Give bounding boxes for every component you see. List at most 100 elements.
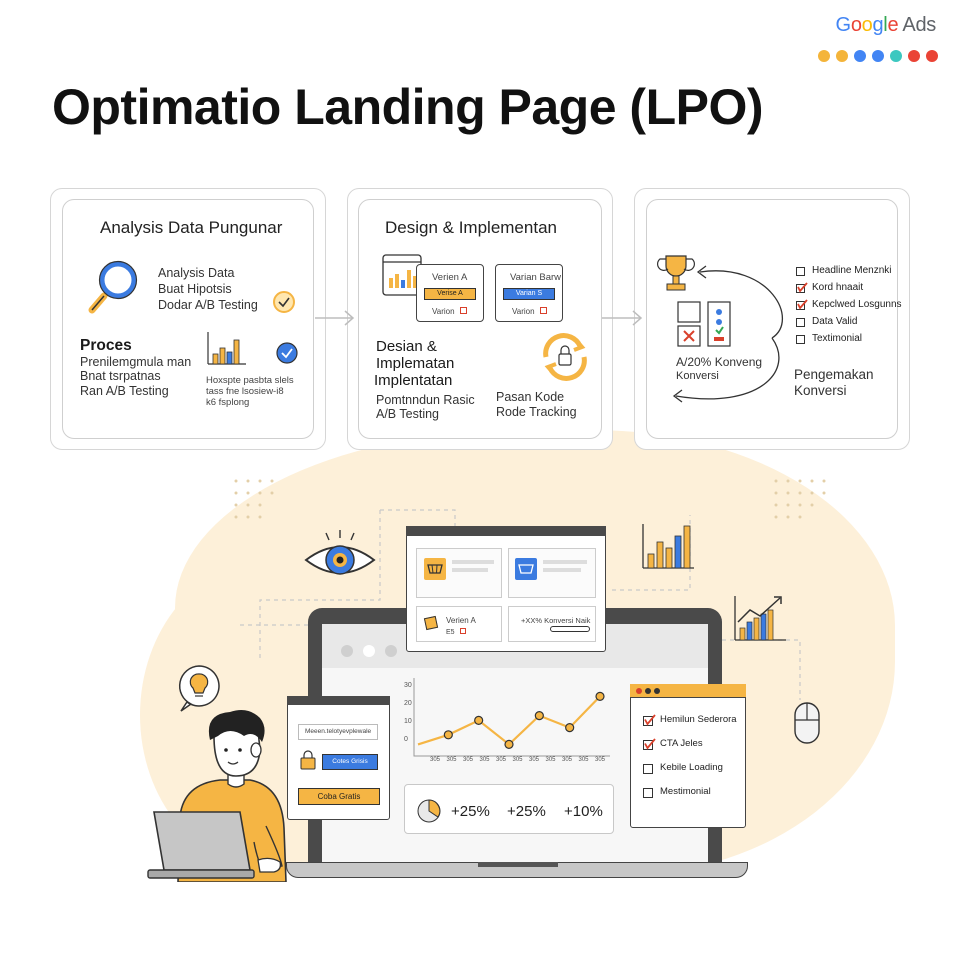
step3-conversion-1: A/20% Konveng [676, 355, 763, 369]
variant-a-label: Varion [432, 307, 455, 316]
brand-dot [872, 50, 884, 62]
chart-y-tick: 0 [404, 736, 408, 743]
step1-note-2: tass fne lsosiew-i8 [206, 386, 284, 397]
page-title: Optimatio Landing Page (LPO) [52, 79, 764, 135]
popup-kpi-card[interactable] [508, 606, 596, 642]
mouse-icon [794, 702, 820, 744]
browser-dot [341, 645, 353, 657]
chart-x-tick: 305 [595, 757, 606, 763]
placeholder-line [543, 568, 581, 572]
trophy-icon [657, 255, 695, 291]
variant-a-title: Verien A [432, 272, 468, 283]
popup-variant-checkbox[interactable] [460, 628, 466, 634]
chart-point [565, 722, 575, 733]
brand-dot [890, 50, 902, 62]
chart-point [504, 739, 514, 750]
form-input[interactable]: Meeen.telotyevplewale [298, 724, 378, 740]
bar-chart-icon [642, 524, 694, 569]
stat-value-1: +25% [451, 803, 490, 820]
step1-process-title: Proces [80, 337, 132, 354]
pie-chart-icon [417, 799, 441, 823]
conversion-line-chart [413, 678, 610, 757]
variant-a-button[interactable]: Verise A [424, 288, 476, 300]
laptop-icon [147, 811, 255, 879]
step3-checklist-label: Headline Menznki [812, 265, 892, 276]
step3-result-2: Konversi [794, 383, 847, 398]
step3-cycle-arrows [672, 265, 783, 403]
brand-dot [818, 50, 830, 62]
chart-y-tick: 30 [404, 682, 412, 689]
step3-checklist-checkbox[interactable] [796, 282, 808, 293]
step1-note-3: k6 fsplong [206, 397, 250, 408]
browser-dot [385, 645, 397, 657]
popup-kpi-bar [550, 626, 590, 632]
check-circle-icon [276, 342, 298, 364]
variant-b-title: Varian Barw [510, 272, 562, 283]
brand-dot [854, 50, 866, 62]
chart-axis [413, 678, 610, 757]
chart-y-tick: 10 [404, 718, 412, 725]
bar-chart-icon [207, 332, 246, 365]
chart-point [595, 691, 605, 701]
dot-texture-right [774, 479, 826, 519]
stat-value-2: +25% [507, 803, 546, 820]
variant-a-checkbox[interactable] [460, 307, 467, 314]
sync-lock-icon [543, 333, 587, 381]
form-card-header [287, 696, 390, 705]
laptop-notch [478, 862, 558, 867]
step3-checklist-label: Kord hnaait [812, 282, 864, 293]
ab-cards-icon [677, 301, 731, 347]
illustration-checklist-checkbox[interactable] [643, 738, 656, 750]
chart-x-tick: 305 [496, 757, 507, 763]
trend-chart-icon [734, 596, 786, 641]
chart-x-tick: 305 [512, 757, 523, 763]
illustration-checklist-label: Kebile Loading [660, 762, 723, 773]
step3-checklist-checkbox[interactable] [796, 335, 805, 344]
placeholder-line [452, 560, 494, 564]
window-dot [645, 688, 651, 694]
step1-item-3: Dodar A/B Testing [158, 298, 258, 312]
cta-button[interactable]: Coba Gratis [298, 788, 380, 805]
step1-process-item-2: Bnat tsrpatnas [80, 369, 161, 383]
step3-checklist-checkbox[interactable] [796, 299, 808, 310]
step3-checklist-checkbox[interactable] [796, 267, 805, 276]
brand-dot [926, 50, 938, 62]
check-circle-icon [273, 291, 295, 313]
chart-x-tick: 305 [479, 757, 490, 763]
illustration-checklist-checkbox[interactable] [643, 714, 656, 726]
step1-panel [62, 199, 314, 439]
popup-variant-sub: E5 [446, 629, 455, 636]
chart-x-tick: 305 [545, 757, 556, 763]
magnifier-icon [88, 260, 138, 314]
illustration-checklist-checkbox[interactable] [643, 788, 653, 798]
brand-dot [836, 50, 848, 62]
step1-process-item-3: Ran A/B Testing [80, 384, 169, 398]
chart-point [474, 715, 484, 726]
lightbulb-icon [178, 665, 220, 712]
variant-b-checkbox[interactable] [540, 307, 547, 314]
step2-sub-2: A/B Testing [376, 407, 440, 421]
chart-point [443, 730, 453, 740]
tag-icon [423, 615, 439, 631]
chart-y-tick: 20 [404, 700, 412, 707]
popup-variant-title: Verien A [446, 616, 476, 625]
popup-header [406, 526, 606, 536]
chart-x-tick: 305 [430, 757, 441, 763]
variant-b-button[interactable]: Varian S [503, 288, 555, 300]
step3-checklist-checkbox[interactable] [796, 318, 805, 327]
step1-item-2: Buat Hipotsis [158, 282, 232, 296]
placeholder-line [452, 568, 488, 572]
dot-texture [234, 479, 274, 519]
step2-tracking-1: Pasan Kode [496, 390, 565, 404]
checklist-card-header [630, 684, 746, 698]
step2-heading-2: Implematan [376, 355, 455, 372]
step2-sub-1: Pomtnndun Rasic [376, 393, 475, 407]
popup-kpi: +XX% Konversi Naik [521, 616, 591, 625]
panel-connector-arrows [315, 310, 643, 326]
window-dot [654, 688, 660, 694]
checklist-card [630, 684, 746, 828]
eye-icon [304, 530, 376, 575]
browser-dot [363, 645, 375, 657]
form-submit-button[interactable]: Cotes Grisis [322, 754, 378, 770]
illustration-checklist-checkbox[interactable] [643, 764, 653, 774]
